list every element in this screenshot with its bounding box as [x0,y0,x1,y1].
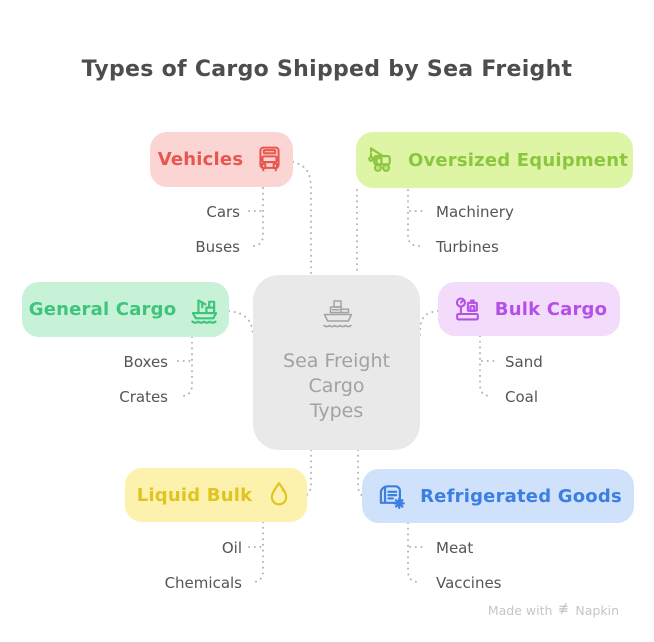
item-label-sand[interactable]: Sand [505,353,543,371]
fridge-snowflake-icon [374,480,409,513]
napkin-logo-icon [557,602,570,618]
category-label-refrigerated-goods: Refrigerated Goods [420,485,622,507]
watermark-brand: Napkin [575,602,619,618]
watermark-prefix: Made with [487,602,553,618]
page-title: Types of Cargo Shipped by Sea Freight [81,57,573,82]
item-label-chemicals[interactable]: Chemicals [164,574,242,592]
item-label-buses[interactable]: Buses [195,238,240,256]
category-node-bulk-cargo[interactable]: Bulk Cargo [438,282,620,336]
category-label-vehicles: Vehicles [157,149,244,170]
item-label-coal[interactable]: Coal [505,388,539,406]
crane-truck-icon [361,144,397,177]
category-node-liquid-bulk[interactable]: Liquid Bulk [125,468,307,522]
category-label-bulk-cargo: Bulk Cargo [494,298,608,320]
category-node-oversized-equipment[interactable]: Oversized Equipment [356,132,633,188]
item-label-turbines[interactable]: Turbines [436,238,499,256]
scale-icon [451,294,484,325]
cargo-ship-icon [313,298,361,340]
bus-icon [254,144,285,175]
napkin-watermark[interactable]: Made with Napkin [488,602,619,618]
category-node-general-cargo[interactable]: General Cargo [22,282,229,337]
item-label-crates[interactable]: Crates [119,388,168,406]
category-label-general-cargo: General Cargo [28,299,177,320]
item-label-meat[interactable]: Meat [436,539,474,557]
item-label-cars[interactable]: Cars [206,203,240,221]
item-label-machinery[interactable]: Machinery [436,203,514,221]
category-node-refrigerated-goods[interactable]: Refrigerated Goods [362,469,634,523]
ship-crane-icon [187,293,222,326]
category-label-oversized-equipment: Oversized Equipment [407,149,629,171]
item-label-boxes[interactable]: Boxes [123,353,168,371]
item-label-vaccines[interactable]: Vaccines [436,574,502,592]
item-label-oil[interactable]: Oil [221,539,242,557]
center-node-label: Sea Freight Cargo Types [283,350,390,422]
droplet-icon [263,479,295,511]
category-label-liquid-bulk: Liquid Bulk [136,484,253,506]
category-node-vehicles[interactable]: Vehicles [150,132,293,187]
center-node[interactable]: Sea Freight Cargo Types [253,275,420,450]
